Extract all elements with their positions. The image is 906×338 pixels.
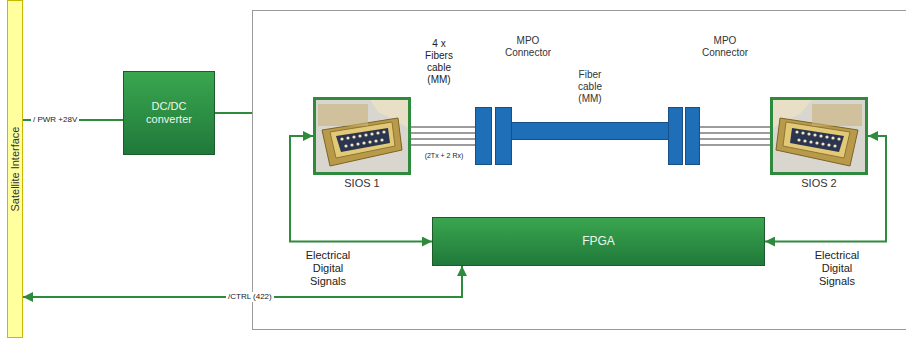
connector-line — [411, 126, 475, 127]
connector-line — [700, 126, 770, 127]
connector-photo — [316, 100, 408, 172]
connector-line — [411, 132, 475, 133]
mpo-connector: MPO Connector — [475, 107, 512, 165]
connector-line — [700, 144, 770, 145]
node-label: Satellite Interface — [9, 127, 21, 212]
control-label: /CTRL (422) — [226, 292, 274, 302]
connector-half — [495, 107, 512, 165]
connector-line — [411, 144, 475, 145]
connector-photo — [773, 100, 865, 172]
transceiver-box: SIOS 1 — [313, 97, 411, 175]
cable-label: 4 x Fibers cable (MM) — [420, 38, 458, 86]
node-label: MPO Connector — [695, 35, 755, 59]
node-label: FPGA — [578, 235, 619, 248]
fiber-cable: Fiber cable (MM) — [512, 122, 668, 140]
transceiver-box: SIOS 2 — [770, 97, 868, 175]
node-label: DC/DC converter — [124, 100, 214, 126]
node-label: MPO Connector — [498, 35, 558, 59]
mpo-connector: MPO Connector — [668, 107, 700, 165]
connector-line — [700, 138, 770, 139]
converter-box: DC/DC converter — [123, 71, 215, 155]
enclosure-outline — [253, 11, 906, 330]
fiber-lines — [700, 127, 770, 145]
signal-label: Electrical Digital Signals — [806, 249, 868, 288]
connector-line — [700, 132, 770, 133]
fiber-count-label: (2Tx + 2 Rx) — [412, 151, 476, 160]
interface-band: Satellite Interface — [7, 0, 23, 338]
connector-line — [411, 138, 475, 139]
connector-half — [685, 107, 700, 165]
connector-half — [475, 107, 492, 165]
node-label: Fiber cable (MM) — [572, 69, 608, 105]
fiber-lines — [411, 127, 475, 145]
power-label: / PWR +28V — [31, 115, 79, 125]
node-label: SIOS 1 — [316, 177, 408, 189]
fpga-box: FPGA — [432, 217, 765, 266]
node-label: SIOS 2 — [773, 177, 865, 189]
connector-half — [668, 107, 683, 165]
signal-label: Electrical Digital Signals — [298, 249, 358, 288]
